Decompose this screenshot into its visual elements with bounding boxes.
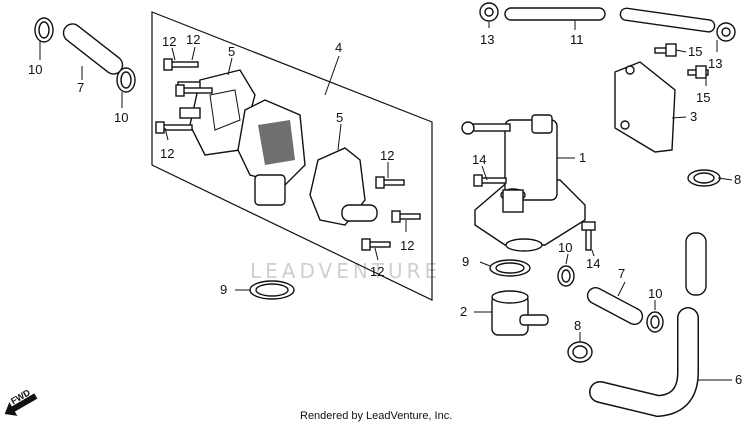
clamp-10-left-lower bbox=[116, 67, 136, 93]
thermostat-housing bbox=[237, 99, 306, 206]
part-label-8: 8 bbox=[574, 318, 581, 333]
bolt-12-c bbox=[155, 121, 193, 134]
hose-11-left bbox=[504, 7, 606, 21]
part-label-12: 12 bbox=[380, 148, 394, 163]
part-label-9: 9 bbox=[462, 254, 469, 269]
bolt-12-d bbox=[375, 176, 405, 189]
fitting-2 bbox=[491, 290, 549, 336]
part-label-14: 14 bbox=[472, 152, 486, 167]
valve-body-1 bbox=[461, 114, 586, 252]
forward-arrow-icon bbox=[4, 393, 38, 416]
part-label-8: 8 bbox=[734, 172, 741, 187]
clamp-13-right bbox=[716, 22, 736, 42]
part-label-14: 14 bbox=[586, 256, 600, 271]
hose-7-right bbox=[586, 286, 644, 326]
bolt-12-b bbox=[175, 84, 213, 97]
part-label-10: 10 bbox=[648, 286, 662, 301]
part-label-7: 7 bbox=[618, 266, 625, 281]
part-label-5: 5 bbox=[228, 44, 235, 59]
part-labels: 10 7 10 12 12 12 5 4 5 12 12 12 13 11 15… bbox=[28, 32, 742, 387]
bolt-15-b bbox=[687, 65, 709, 79]
hose-6 bbox=[589, 232, 707, 418]
bolt-12-a bbox=[163, 58, 199, 71]
bolt-14-a bbox=[473, 174, 507, 187]
assembly-group-outline bbox=[151, 11, 433, 301]
clamp-8-upper bbox=[687, 169, 721, 187]
part-label-9: 9 bbox=[220, 282, 227, 297]
part-label-11: 11 bbox=[570, 32, 584, 47]
part-label-12: 12 bbox=[186, 32, 200, 47]
part-label-1: 1 bbox=[579, 150, 586, 165]
part-label-12: 12 bbox=[162, 34, 176, 49]
part-label-5: 5 bbox=[336, 110, 343, 125]
part-label-10: 10 bbox=[558, 240, 572, 255]
watermark-text: LEADVENTURE bbox=[250, 259, 441, 283]
clamp-9-left bbox=[249, 280, 295, 300]
part-label-13: 13 bbox=[480, 32, 494, 47]
clamp-9-center bbox=[489, 259, 531, 277]
part-label-2: 2 bbox=[460, 304, 467, 319]
clamp-13-left bbox=[479, 2, 499, 22]
part-label-12: 12 bbox=[370, 264, 384, 279]
bolt-15-a bbox=[654, 43, 677, 57]
cover-5-lower bbox=[309, 147, 378, 226]
part-label-12: 12 bbox=[160, 146, 174, 161]
clamp-10-top-left bbox=[34, 17, 54, 43]
leader-lines bbox=[39, 20, 733, 381]
part-label-10: 10 bbox=[28, 62, 42, 77]
bolt-14-b bbox=[581, 221, 596, 251]
hose-11-right bbox=[619, 7, 716, 33]
hose-7-left bbox=[62, 23, 124, 75]
part-label-7: 7 bbox=[77, 80, 84, 95]
clamp-10-center bbox=[557, 265, 575, 287]
bracket-3 bbox=[614, 61, 676, 153]
part-label-6: 6 bbox=[735, 372, 742, 387]
part-label-13: 13 bbox=[708, 56, 722, 71]
part-label-10: 10 bbox=[114, 110, 128, 125]
part-label-4: 4 bbox=[335, 40, 342, 55]
clamp-8-lower bbox=[567, 341, 593, 363]
clamp-10-right bbox=[646, 311, 664, 333]
part-label-15: 15 bbox=[696, 90, 710, 105]
bolt-12-e bbox=[391, 210, 421, 223]
bolt-12-f bbox=[361, 238, 391, 251]
part-label-12: 12 bbox=[400, 238, 414, 253]
part-label-3: 3 bbox=[690, 109, 697, 124]
part-label-15: 15 bbox=[688, 44, 702, 59]
credit-text: Rendered by LeadVenture, Inc. bbox=[300, 410, 452, 422]
